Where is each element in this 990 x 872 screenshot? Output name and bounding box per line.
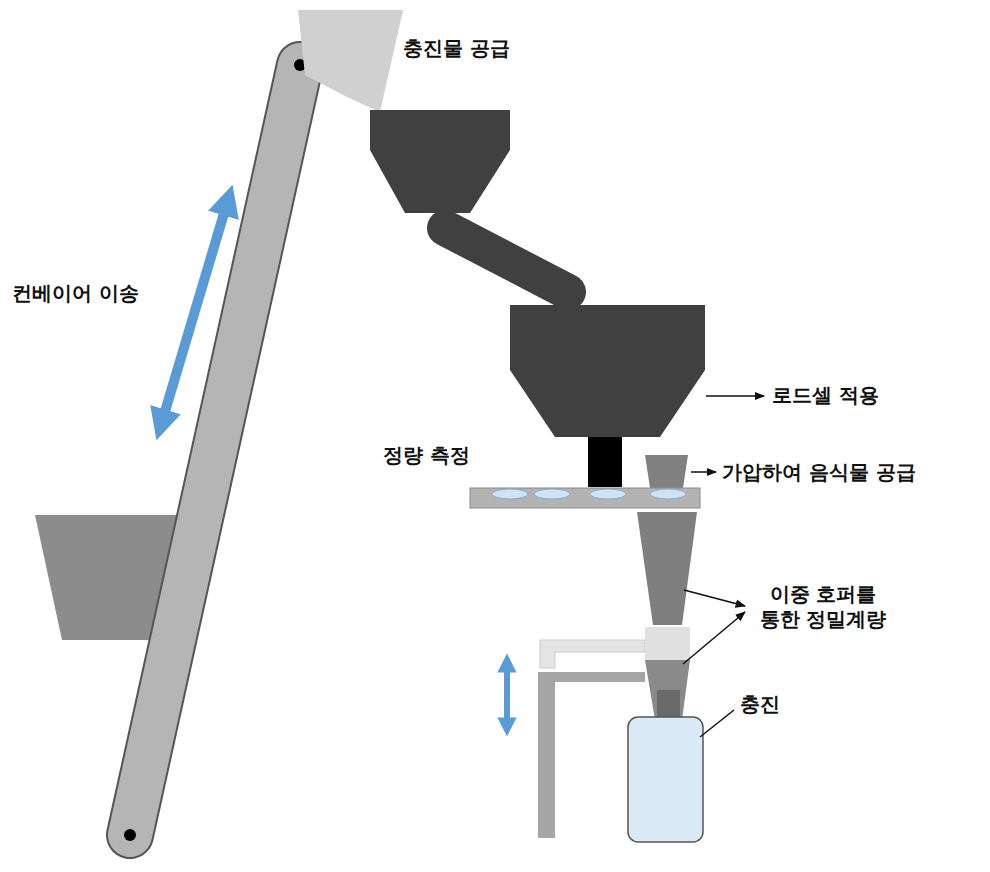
part-label: 로드셀 적용 [772,383,879,408]
leader-line [691,471,716,473]
container [628,717,703,842]
upper-cone [637,512,697,625]
leader-line [684,590,745,606]
measuring-plate [470,488,700,508]
conveyor-belt [130,65,300,835]
lift-arrow [504,663,510,727]
part-label: 가압하여 음식물 공급 [722,460,916,485]
discharge-chute [298,10,403,112]
part-label: 충진 [740,692,780,717]
press-cup [645,455,688,488]
leader-line [706,395,764,397]
upper-hopper [370,110,510,213]
outlet-block [588,437,622,487]
feed-tube [445,228,568,292]
direction-arrow [161,200,228,425]
measuring-cups [492,489,686,499]
pulley [124,829,136,841]
part-label: 컨베이어 이송 [12,281,139,306]
part-label: 충진물 공급 [403,36,510,61]
loadcell-hopper [510,305,705,437]
conveyor-outline [130,65,300,835]
coupling [645,627,690,660]
leader-line [700,710,734,737]
part-label: 정량 측정 [383,443,470,468]
support-arm [540,640,645,668]
leader-line [683,612,745,664]
part-label: 이중 호퍼를 통한 정밀계량 [748,582,898,632]
